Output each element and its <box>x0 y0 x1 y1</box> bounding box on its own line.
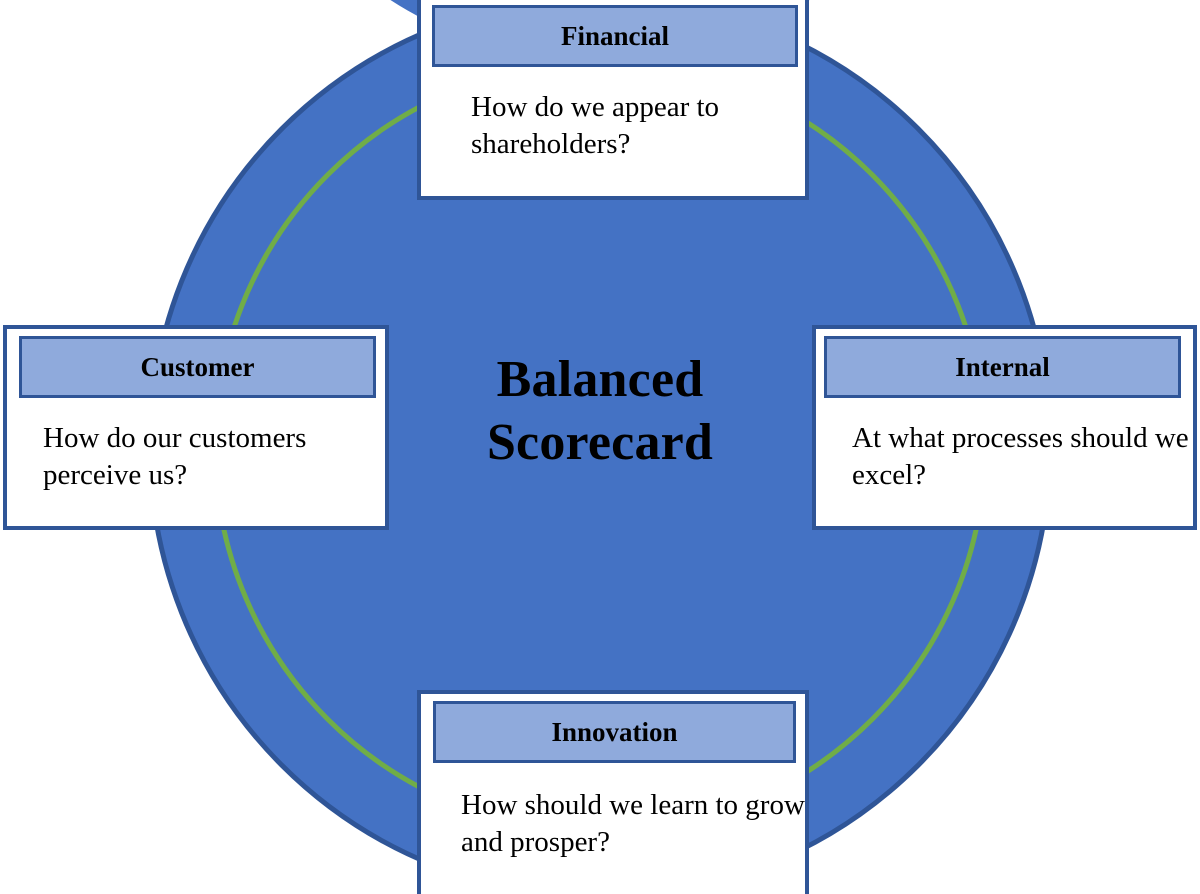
perspective-card-innovation[interactable]: Innovation How should we learn to grow a… <box>417 690 809 894</box>
page-title-line-1: Balanced <box>496 351 704 408</box>
perspective-title-customer: Customer <box>19 336 376 398</box>
perspective-question-financial: How do we appear to shareholders? <box>471 91 720 161</box>
page-title: Balanced Scorecard <box>410 348 790 475</box>
perspective-question-internal: At what processes should we excel? <box>852 422 1189 492</box>
perspective-card-internal[interactable]: Internal At what processes should we exc… <box>812 325 1197 530</box>
perspective-card-customer[interactable]: Customer How do our customers perceive u… <box>3 325 389 530</box>
ring-band <box>149 0 1050 894</box>
perspective-title-financial: Financial <box>432 5 798 67</box>
page-title-line-2: Scorecard <box>486 414 714 472</box>
perspective-card-financial[interactable]: Financial How do we appear to shareholde… <box>417 0 809 200</box>
perspective-title-innovation: Innovation <box>433 701 796 763</box>
perspective-title-internal: Internal <box>824 336 1181 398</box>
perspective-question-customer: How do our customers perceive us? <box>43 422 307 492</box>
perspective-question-innovation: How should we learn to grow and prosper? <box>461 789 805 859</box>
